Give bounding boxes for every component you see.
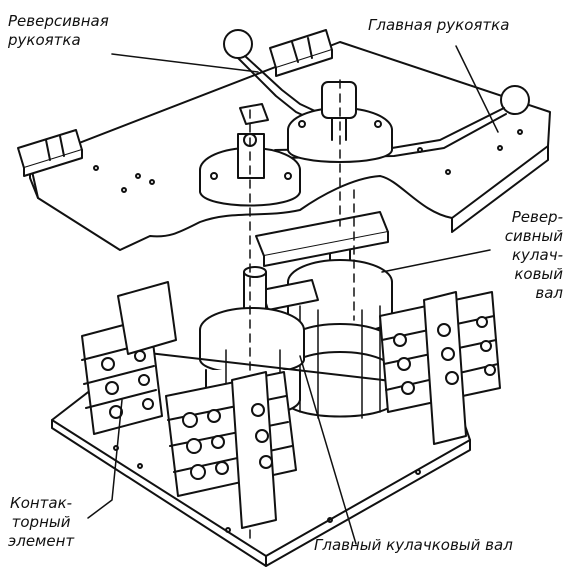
leader-lines xyxy=(87,45,499,545)
label-line: кулач- xyxy=(512,246,563,264)
contact-element-right xyxy=(379,291,501,445)
contact-element-left xyxy=(81,281,177,435)
label-main-handle: Главная рукоятка xyxy=(368,16,510,34)
reversing-cam-shaft xyxy=(283,220,397,419)
label-line: вал xyxy=(535,284,563,302)
label-main-cam-shaft: Главный кулачковый вал xyxy=(314,536,513,554)
label-line: ковый xyxy=(514,265,563,283)
top-contact-block-right xyxy=(269,29,333,77)
label-line: рукоятка xyxy=(8,31,81,49)
label-reversing-handle: Реверсивная рукоятка xyxy=(8,12,109,50)
label-reversing-cam-shaft: Ревер- сивный кулач- ковый вал xyxy=(505,208,563,303)
label-line: элемент xyxy=(8,532,75,550)
label-line: Контак- xyxy=(10,494,73,512)
label-line: сивный xyxy=(504,227,563,245)
label-contact-element: Контак- торный элемент xyxy=(8,494,74,551)
label-line: торный xyxy=(11,513,71,531)
contact-element-middle xyxy=(165,371,297,529)
label-line: Ревер- xyxy=(511,208,563,226)
link-bars xyxy=(255,211,389,311)
label-line: Реверсивная xyxy=(8,12,109,30)
top-contact-block-left xyxy=(17,129,83,177)
